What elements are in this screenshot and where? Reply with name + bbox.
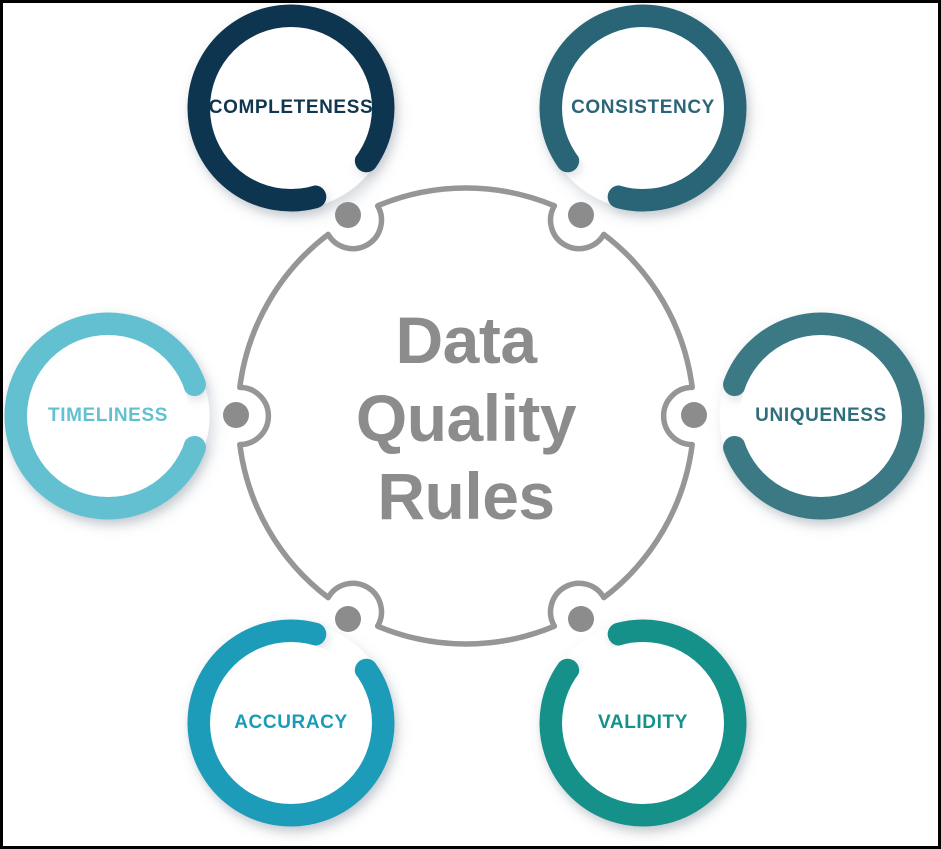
node-label-uniqueness: UNIQUENESS xyxy=(755,405,887,426)
node-ring-validity xyxy=(539,619,747,827)
node-ring-uniqueness xyxy=(723,312,925,520)
node-inner-timeliness xyxy=(27,335,189,497)
center-hub xyxy=(237,185,695,647)
connector-completeness[interactable] xyxy=(335,202,361,228)
center-title-line-1: Data xyxy=(395,303,538,377)
connector-accuracy[interactable] xyxy=(335,606,361,632)
connector-consistency[interactable] xyxy=(568,202,594,228)
node-timeliness[interactable] xyxy=(4,312,210,520)
node-label-consistency: CONSISTENCY xyxy=(571,97,715,118)
node-ring-completeness xyxy=(187,4,395,212)
node-ring-accuracy xyxy=(187,619,395,827)
node-inner-accuracy xyxy=(210,642,372,804)
node-label-accuracy: ACCURACY xyxy=(234,712,348,733)
satellite-nodes-group xyxy=(4,4,925,827)
connector-validity[interactable] xyxy=(568,606,594,632)
node-uniqueness[interactable] xyxy=(719,312,925,520)
center-title-line-3: Rules xyxy=(377,459,554,533)
node-validity[interactable] xyxy=(539,619,747,827)
center-hub-ring xyxy=(237,185,695,647)
node-label-completeness: COMPLETENESS xyxy=(209,97,374,118)
connector-timeliness[interactable] xyxy=(223,402,249,428)
connector-nodes-group xyxy=(223,202,707,632)
node-inner-completeness xyxy=(210,27,372,189)
node-inner-consistency xyxy=(562,27,724,189)
node-completeness[interactable] xyxy=(187,4,395,212)
node-accuracy[interactable] xyxy=(187,619,395,827)
node-ring-timeliness xyxy=(4,312,206,520)
node-label-validity: VALIDITY xyxy=(598,712,688,733)
node-consistency[interactable] xyxy=(539,4,747,212)
data-quality-rules-diagram: Data Quality Rules COMPLETENESS CONSISTEN… xyxy=(4,4,925,827)
satellite-labels-group: COMPLETENESS CONSISTENCY TIMELINESS UNIQUEN… xyxy=(48,97,887,733)
node-inner-validity xyxy=(562,642,724,804)
center-title-group: Data Quality Rules xyxy=(356,303,578,533)
node-ring-consistency xyxy=(539,4,747,212)
node-label-timeliness: TIMELINESS xyxy=(48,405,168,426)
center-title-line-2: Quality xyxy=(356,381,577,455)
connector-uniqueness[interactable] xyxy=(681,402,707,428)
node-inner-uniqueness xyxy=(740,335,902,497)
